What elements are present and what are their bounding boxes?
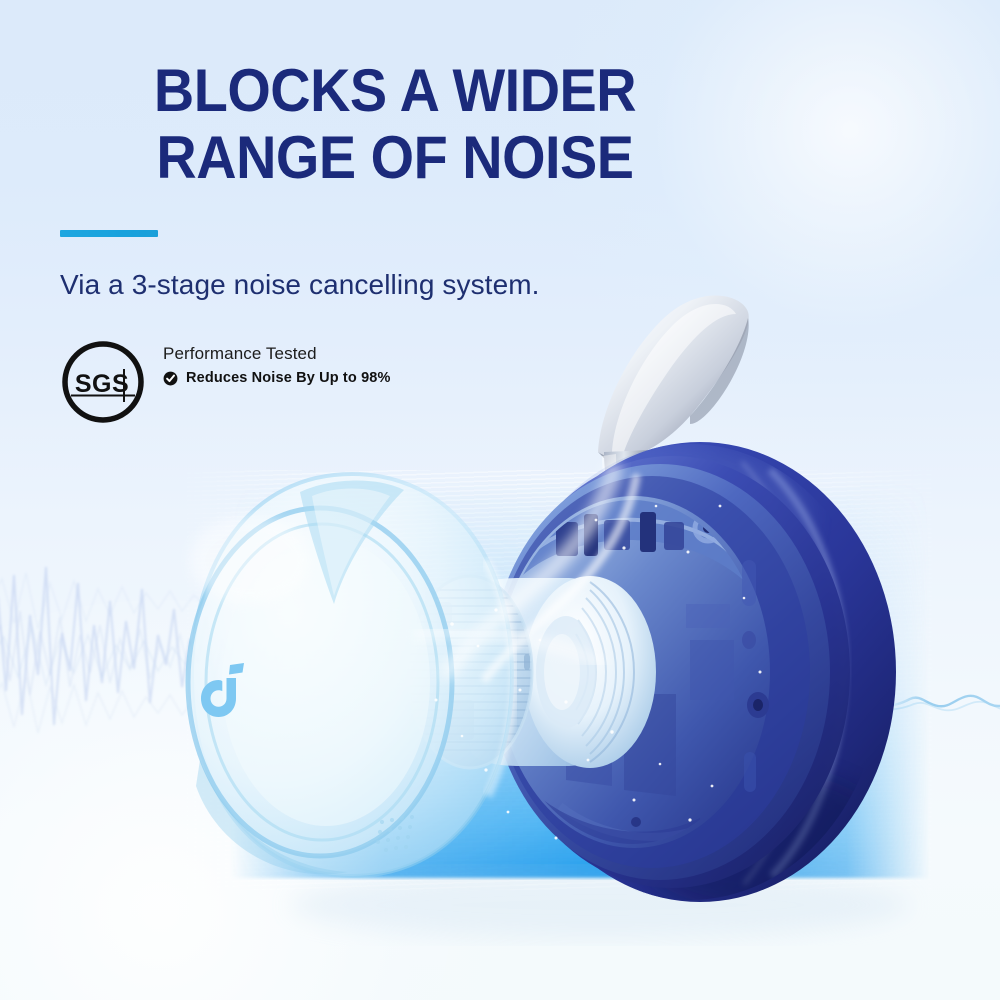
headline-line-1: BLOCKS A WIDER [153,57,637,124]
page-title: BLOCKS A WIDER RANGE OF NOISE [28,57,763,191]
sparkle-particles [434,504,762,840]
sgs-logo-text: SGS [75,370,129,398]
housing-screw-bosses [742,560,769,792]
mic-perforation-dots [375,814,415,853]
sgs-certification-logo: SGS [62,341,144,423]
soundcore-logo [201,663,244,717]
subheadline: Via a 3-stage noise cancelling system. [60,269,540,300]
badge-title: Performance Tested [163,344,317,363]
accent-divider [60,230,158,237]
headline-line-2: RANGE OF NOISE [156,124,634,192]
transparent-outer-shell [185,471,519,879]
badge-claim-row: Reduces Noise By Up to 98% [163,370,391,386]
badge-claim-text: Reduces Noise By Up to 98% [186,370,391,386]
check-circle-icon [163,371,178,385]
airflow-wisps [415,462,641,683]
certification-badge: SGS Performance Tested Reduces Noise By … [57,336,477,428]
